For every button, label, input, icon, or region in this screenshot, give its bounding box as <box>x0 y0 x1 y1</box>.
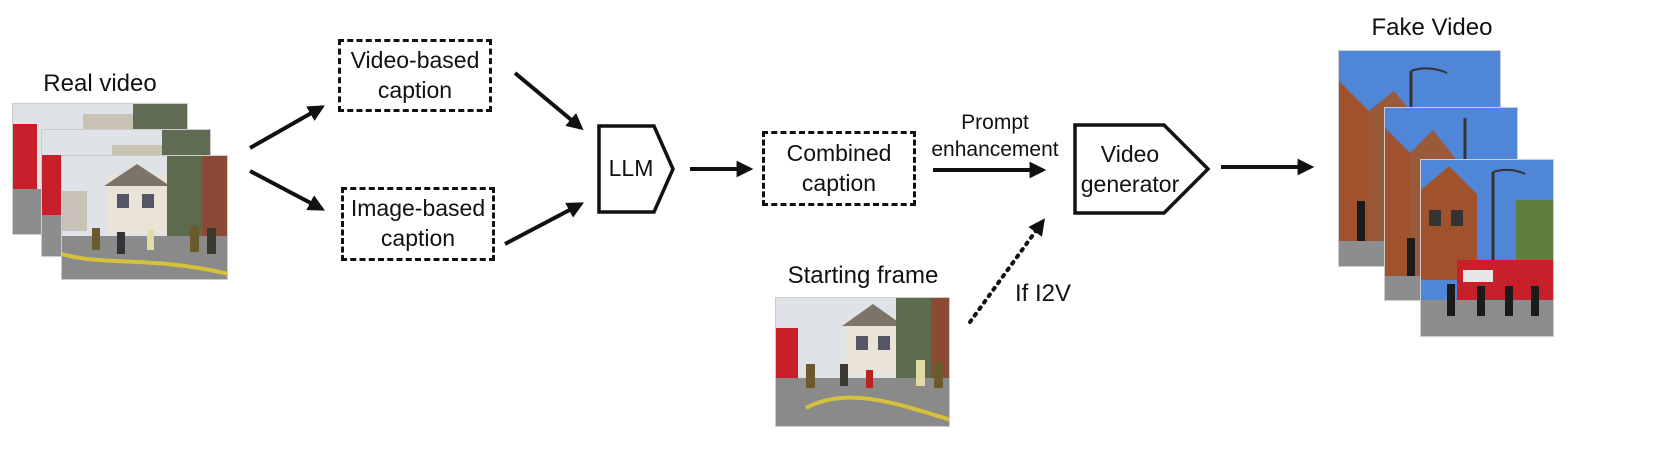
real-video-frame-3 <box>61 155 228 280</box>
arrow-video-caption-to-llm <box>513 71 584 131</box>
image-based-caption-box: Image-based caption <box>341 187 495 261</box>
arrow-real-to-image-caption <box>249 169 325 211</box>
arrow-image-caption-to-llm <box>504 202 584 246</box>
arrow-starting-frame-to-generator <box>968 218 1045 324</box>
combined-caption-text: Combined caption <box>786 139 892 196</box>
fake-video-label: Fake Video <box>1371 14 1493 41</box>
llm-label: LLM <box>608 155 654 181</box>
video-generator-shape <box>1073 123 1211 215</box>
starting-frame-label: Starting frame <box>787 262 939 289</box>
video-based-caption-box: Video-based caption <box>338 39 492 112</box>
llm-shape <box>597 124 675 214</box>
combined-caption-box: Combined caption <box>762 131 916 206</box>
fake-video-frame-3 <box>1420 159 1554 337</box>
video-generator-label: Video generator <box>1080 141 1180 197</box>
if-i2v-label: If I2V <box>1015 280 1072 307</box>
starting-frame-image <box>775 297 950 427</box>
real-video-label: Real video <box>43 70 157 97</box>
prompt-enhancement-label: Prompt enhancement <box>931 111 1059 162</box>
video-based-caption-text: Video-based caption <box>350 46 480 103</box>
arrow-real-to-video-caption <box>249 105 325 150</box>
image-based-caption-text: Image-based caption <box>350 195 486 251</box>
